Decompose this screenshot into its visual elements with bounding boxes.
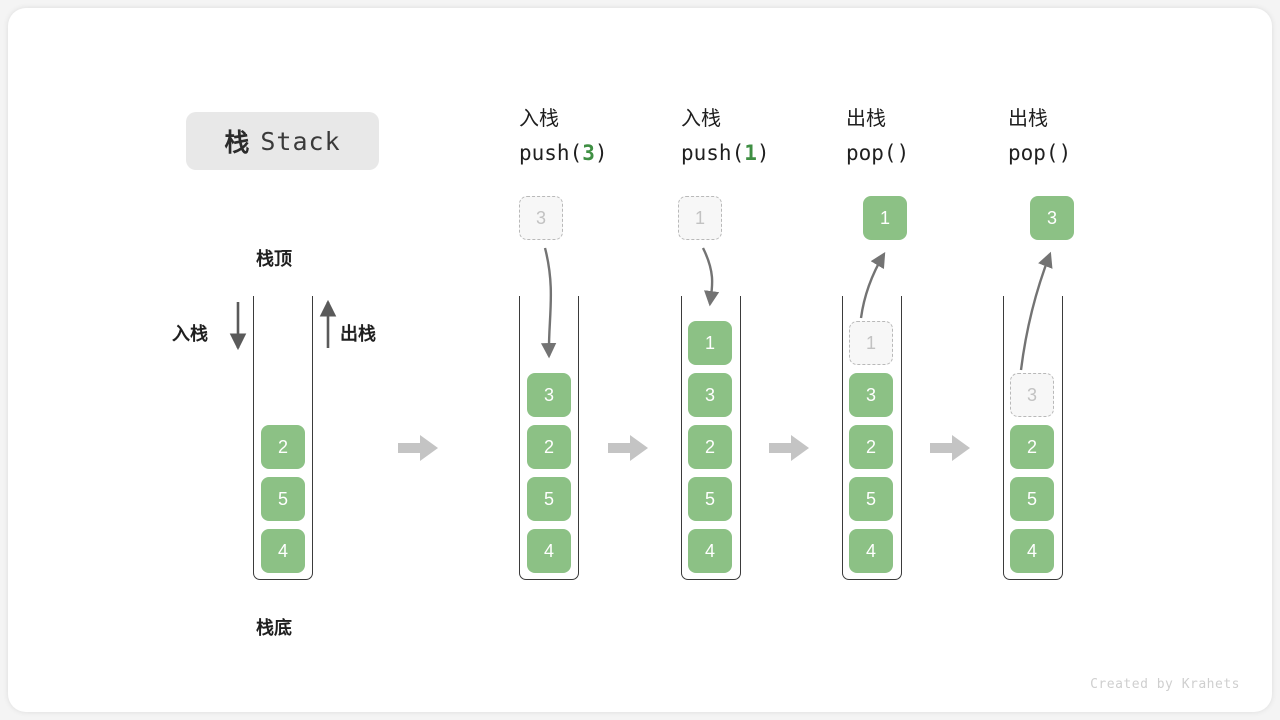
code-prefix: push(	[681, 141, 745, 165]
figure-title-en: Stack	[260, 126, 341, 156]
stack-cell: 2	[688, 425, 732, 469]
flow-arrow-icon	[608, 433, 648, 463]
vacated-slot-ghost: 1	[849, 321, 893, 365]
step-op-code: pop()	[846, 138, 1026, 168]
step-op-code: push(3)	[519, 138, 699, 168]
flow-arrow-icon	[769, 433, 809, 463]
step-header-pop-3: 出栈 pop()	[1008, 105, 1188, 168]
vacated-slot-ghost: 3	[1010, 373, 1054, 417]
stack-cell: 5	[527, 477, 571, 521]
code-arg: 1	[744, 141, 757, 165]
step-op-cn: 入栈	[681, 108, 721, 130]
stack-cell: 2	[849, 425, 893, 469]
stack-cell: 2	[527, 425, 571, 469]
stack-cell: 5	[849, 477, 893, 521]
popped-element: 1	[863, 196, 907, 240]
stack-cell: 4	[1010, 529, 1054, 573]
step-op-code: push(1)	[681, 138, 861, 168]
stack-frame-initial	[253, 296, 313, 580]
stack-cell: 5	[688, 477, 732, 521]
figure-title-cn: 栈	[224, 129, 251, 157]
popped-element: 3	[1030, 196, 1074, 240]
stack-cell: 4	[261, 529, 305, 573]
stack-frame-pop-1	[842, 296, 902, 580]
code-prefix: push(	[519, 141, 583, 165]
stack-cell: 5	[261, 477, 305, 521]
stack-frame-pop-3	[1003, 296, 1063, 580]
stack-frame-push-1	[681, 296, 741, 580]
step-header-push-1: 入栈 push(1)	[681, 105, 861, 168]
stack-bottom-label: 栈底	[256, 618, 292, 638]
code-arg: 3	[582, 141, 595, 165]
stack-cell: 4	[849, 529, 893, 573]
stack-cell: 4	[527, 529, 571, 573]
stack-cell: 3	[688, 373, 732, 417]
stack-top-label: 栈顶	[256, 249, 292, 269]
stack-cell: 1	[688, 321, 732, 365]
code-suffix: )	[594, 141, 608, 165]
step-header-pop-1: 出栈 pop()	[846, 105, 1026, 168]
stack-cell: 2	[1010, 425, 1054, 469]
external-element-ghost: 1	[678, 196, 722, 240]
step-header-push-3: 入栈 push(3)	[519, 105, 699, 168]
step-op-cn: 出栈	[1008, 108, 1048, 130]
stack-cell: 3	[527, 373, 571, 417]
external-element-ghost: 3	[519, 196, 563, 240]
stack-cell: 3	[849, 373, 893, 417]
step-op-cn: 出栈	[846, 108, 886, 130]
stack-cell: 4	[688, 529, 732, 573]
code-prefix: pop(	[1008, 141, 1059, 165]
flow-arrow-icon	[930, 433, 970, 463]
code-suffix: )	[756, 141, 770, 165]
push-direction-label: 入栈	[172, 324, 208, 344]
stack-cell: 5	[1010, 477, 1054, 521]
code-prefix: pop(	[846, 141, 897, 165]
stack-frame-push-3	[519, 296, 579, 580]
credit-text: Created by Krahets	[1090, 677, 1240, 692]
pop-direction-label: 出栈	[340, 324, 376, 344]
code-suffix: )	[896, 141, 910, 165]
step-op-code: pop()	[1008, 138, 1188, 168]
flow-arrow-icon	[398, 433, 438, 463]
step-op-cn: 入栈	[519, 108, 559, 130]
figure-title-pill: 栈 Stack	[186, 112, 379, 170]
stack-cell: 2	[261, 425, 305, 469]
code-suffix: )	[1058, 141, 1072, 165]
